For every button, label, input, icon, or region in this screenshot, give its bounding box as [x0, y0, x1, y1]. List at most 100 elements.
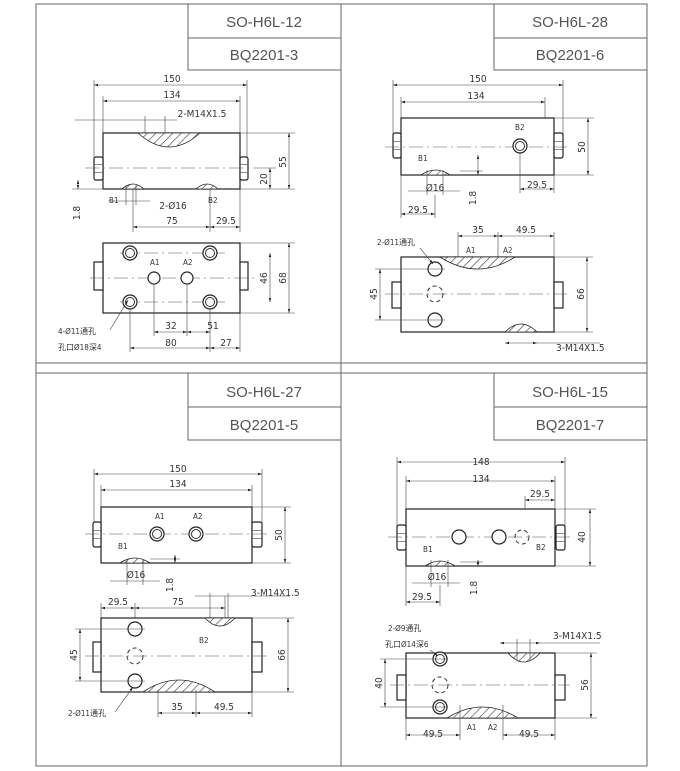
dim-label: 1.8: [72, 206, 83, 221]
hole-label: Ø16: [428, 571, 447, 583]
dim-label: 66: [277, 649, 288, 661]
port-hole-inner: [205, 297, 215, 307]
model-number: SO-H6L-15: [532, 384, 608, 401]
dim-label: 150: [163, 74, 180, 85]
end-nut: [92, 521, 102, 548]
title-block-4: SO-H6L-15 BQ2201-7: [493, 372, 648, 441]
dim-label: 40: [374, 677, 385, 689]
panel-1-labels: 150 134 2-M14X1.5 55 20 B1 B2 2-Ø16 1.8 …: [58, 74, 289, 352]
hole-label: Ø16: [426, 182, 445, 194]
threaded-port-section: [507, 652, 541, 663]
valve-body: [100, 506, 253, 564]
hidden-hole: [126, 647, 144, 665]
port-hole: [451, 529, 467, 545]
leader-line: [114, 686, 134, 713]
port-label: B2: [515, 123, 525, 132]
panel-3-labels: 150 134 A1 A2 B1 50 Ø16 1.8 3-M14X1.5 29…: [68, 464, 300, 718]
dim-label: 1.8: [468, 191, 479, 206]
title-block-3: SO-H6L-27 BQ2201-5: [187, 372, 342, 441]
dim-label: 29.5: [530, 489, 550, 500]
port-hole-inner: [125, 248, 135, 258]
part-code: BQ2201-3: [230, 47, 298, 64]
dim-label: 51: [207, 321, 218, 332]
dim-label: 148: [472, 457, 489, 468]
port-hole-inner: [191, 529, 201, 539]
end-boss: [554, 674, 566, 701]
thread-label: 2-M14X1.5: [178, 109, 227, 120]
dim-label: 134: [169, 479, 186, 490]
thread-label: 3-M14X1.5: [553, 631, 602, 642]
dim-label: 29.5: [108, 597, 128, 608]
end-boss: [396, 674, 407, 701]
threaded-port-section: [423, 560, 457, 567]
hole-note: 2-Ø9通孔: [388, 623, 421, 633]
end-nut: [392, 132, 402, 159]
threaded-port-section: [120, 183, 146, 190]
port-label: A1: [150, 258, 160, 267]
port-label: A2: [488, 723, 498, 732]
threaded-port-section: [141, 679, 217, 693]
port-label: B2: [208, 196, 218, 205]
port-hole-inner: [515, 141, 525, 151]
dim-label: 45: [69, 649, 80, 660]
dim-label: 35: [472, 225, 483, 236]
hole-note: 孔口Ø18深4: [58, 342, 102, 352]
model-number: SO-H6L-12: [226, 14, 302, 31]
dim-label: 46: [259, 272, 270, 284]
port-label: B1: [109, 196, 119, 205]
leader-line: [429, 649, 439, 657]
threaded-port-section: [438, 256, 517, 270]
dim-label: 150: [169, 464, 186, 475]
end-boss: [391, 281, 402, 309]
hole-label: 2-Ø16: [159, 200, 187, 212]
valve-body: [400, 117, 555, 176]
hole-label: Ø16: [127, 569, 146, 581]
port-label: A2: [183, 258, 193, 267]
dim-label: 20: [259, 173, 270, 185]
dim-label: 1.8: [469, 581, 480, 596]
dim-label: 66: [576, 288, 587, 300]
dim-label: 40: [577, 531, 588, 543]
port-hole: [180, 271, 194, 285]
hole-note: 2-Ø11通孔: [68, 708, 106, 718]
valve-body: [405, 508, 556, 567]
end-boss: [92, 641, 102, 673]
threaded-port-section: [504, 323, 538, 333]
hidden-hole: [431, 676, 449, 694]
dim-label: 80: [165, 338, 177, 349]
dim-label: 49.5: [516, 225, 536, 236]
hole-note: 孔口Ø14深6: [385, 639, 429, 649]
title-block-2: SO-H6L-28 BQ2201-6: [493, 3, 648, 71]
dim-label: 50: [274, 529, 285, 541]
drawing-geometry: [72, 80, 600, 740]
end-nut: [553, 132, 564, 159]
panel-4-labels: 148 134 29.5 B1 B2 40 Ø16 1.8 29.5 2-Ø9通…: [374, 457, 602, 740]
threaded-port-section: [194, 183, 220, 190]
port-label: B2: [536, 543, 546, 552]
dim-label: 29.5: [408, 205, 428, 216]
end-nut: [239, 156, 249, 181]
title-block-1: SO-H6L-12 BQ2201-3: [187, 3, 342, 71]
end-boss: [239, 261, 249, 291]
port-label: A1: [466, 246, 476, 255]
port-label: B1: [418, 154, 428, 163]
port-hole-inner: [205, 248, 215, 258]
end-nut: [555, 524, 566, 551]
threaded-port-section: [118, 557, 152, 564]
hidden-hole: [426, 285, 444, 303]
panel-2-labels: 150 134 B2 B1 50 Ø16 1.8 29.5 29.5 35 49…: [369, 74, 605, 354]
dim-label: 75: [166, 216, 177, 227]
hole-note: 2-Ø11通孔: [377, 237, 415, 247]
port-label: B2: [199, 636, 209, 645]
dim-label: 68: [278, 272, 289, 284]
dim-label: 32: [165, 321, 176, 332]
port-label: B1: [423, 545, 433, 554]
port-hole: [147, 271, 161, 285]
port-hole-inner: [152, 529, 162, 539]
hole-note: 4-Ø11通孔: [58, 326, 96, 336]
port-label: A2: [503, 246, 513, 255]
end-boss: [553, 281, 564, 309]
part-code: BQ2201-6: [536, 47, 604, 64]
